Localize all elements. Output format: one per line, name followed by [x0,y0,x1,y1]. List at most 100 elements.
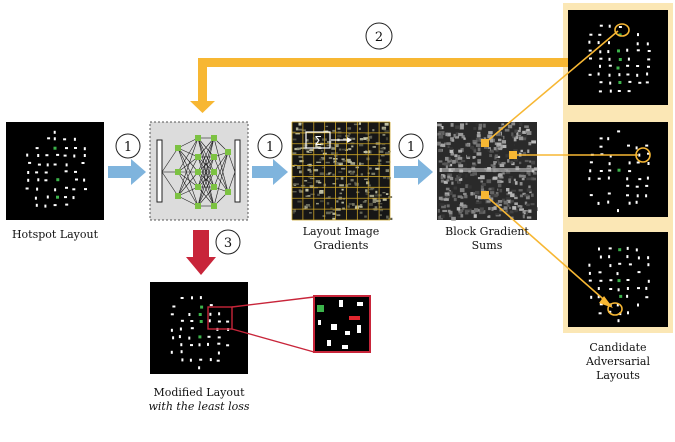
gradients-label: Layout Image Gradients [302,225,380,252]
block-sum-speck [515,136,519,139]
nn-node [195,154,201,160]
layout-contact [645,81,649,84]
gradient-speck [331,147,337,150]
gradient-speck [292,131,296,133]
block-sum-speck [471,192,476,196]
block-sum-speck [523,135,528,139]
layout-contact [597,41,600,45]
layout-contact [599,303,603,306]
block-sum-speck [441,196,446,199]
block-sum-speck [533,156,536,159]
layout-via-green [618,33,622,37]
gradient-speck [318,181,322,184]
block-sum-speck [511,189,516,192]
blue-arrow-3 [394,159,433,185]
gradient-speck [375,190,378,194]
layout-contact [607,137,610,141]
gradient-speck [346,158,351,162]
block-sum-speck [531,160,536,165]
layout-contact [618,262,622,265]
layout-contact [180,319,184,322]
block-sum-speck [518,174,524,178]
gradient-speck [292,211,295,214]
layout-contact [588,177,591,181]
block-sum-speck [475,143,481,147]
layout-contact [646,42,649,46]
block-sum-speck [466,154,471,157]
block-sum-speck [483,210,486,214]
gradient-speck [307,182,312,184]
layout-contact [180,343,183,347]
gradient-speck [327,196,331,199]
block-sum-speck [500,136,504,140]
block-sum-speck [515,182,518,185]
nn-edge [213,151,229,173]
block-sum-speck [533,207,538,211]
gradient-speck [345,134,350,137]
block-sum-speck [498,173,503,177]
block-sum-speck [475,123,478,126]
layout-contact [626,64,630,67]
block-sum-speck [457,161,461,165]
gradient-speck [365,189,368,193]
layout-contact [598,90,602,93]
nn-edge [213,171,229,193]
block-sum-speck [443,162,449,166]
layout-contact [609,81,612,85]
block-sum-speck [441,204,446,209]
block-sum-speck [480,180,484,183]
nn-edge [213,151,229,207]
block-sum-speck [507,212,511,217]
gradient-speck [297,166,301,169]
nn-edge [177,137,199,149]
block-sum-speck [522,210,527,214]
block-sum-speck [506,200,511,204]
gradient-speck [297,200,302,203]
layout-contact [588,279,592,282]
layout-contact [636,42,639,46]
layout-contact [616,272,619,276]
zoom-source-box [207,306,233,330]
gradient-speck [360,162,364,165]
block-sum-speck [503,200,509,205]
layout-contact [73,137,76,141]
gradient-speck [369,167,372,170]
step-badge-3: 3 [215,229,241,255]
gradient-speck [319,190,322,194]
layout-contact [608,41,610,45]
gradient-speck [308,206,312,208]
hotspot-label: Hotspot Layout [11,228,99,241]
layout-contact [25,187,29,190]
block-sum-speck [459,204,463,208]
block-sum-speck [490,197,494,201]
step-badge-1a: 1 [115,133,141,159]
layout-contact [56,153,60,156]
block-sum-speck [528,185,531,189]
layout-contact [45,154,49,157]
nn-node [225,189,231,195]
nn-edge [177,171,199,207]
gradient-speck [364,150,367,154]
layout-contact [37,154,40,157]
block-sum-speck [493,161,497,164]
layout-contact [617,209,619,213]
block-sum-speck [437,139,441,142]
layout-contact [609,154,612,158]
layout-contact [83,154,86,157]
nn-edge [177,186,199,197]
block-sum-speck [529,190,532,194]
block-sum-speck [501,198,505,202]
layout-contact [27,171,30,174]
block-sum-speck [517,205,521,208]
nn-output-bar [234,139,241,203]
gradient-speck [332,217,336,221]
nn-edge [197,171,215,207]
layout-contact [44,171,48,174]
layout-contact [65,186,68,189]
layout-contact [626,184,630,187]
block-sum-speck [513,178,516,182]
block-sum-speck [519,164,523,168]
block-sum-speck [498,138,502,142]
modified-layout-pattern [170,296,230,370]
